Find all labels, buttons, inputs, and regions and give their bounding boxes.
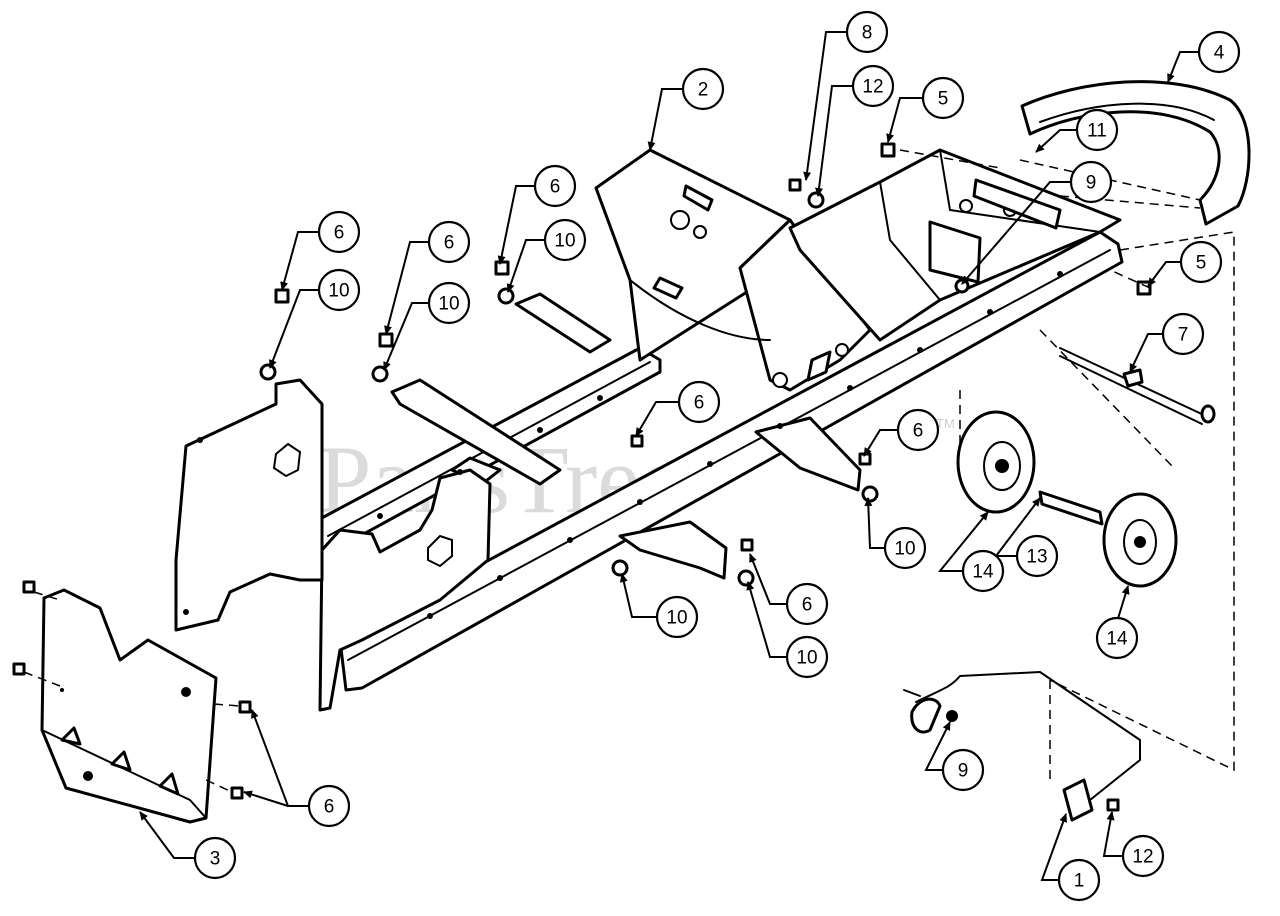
callout-10: 10 — [883, 526, 927, 570]
svg-text:6: 6 — [444, 233, 455, 254]
callout-6: 6 — [427, 220, 471, 264]
svg-text:10: 10 — [796, 648, 817, 669]
callout-3: 3 — [193, 836, 237, 880]
callout-6: 6 — [677, 380, 721, 424]
svg-text:14: 14 — [1106, 629, 1128, 650]
callout-9: 9 — [941, 748, 985, 792]
svg-text:5: 5 — [1196, 253, 1207, 274]
callout-1: 1 — [1057, 858, 1101, 902]
bolt — [22, 580, 36, 594]
callout-leaders — [139, 31, 1198, 881]
callout-12: 12 — [1121, 834, 1165, 878]
nut — [497, 287, 515, 305]
callout-13: 13 — [1015, 534, 1059, 578]
callout-6: 6 — [896, 408, 940, 452]
dash-panel — [594, 148, 872, 392]
callout-6: 6 — [307, 784, 351, 828]
bolt — [1106, 798, 1120, 812]
callout-6: 6 — [785, 582, 829, 626]
svg-text:6: 6 — [694, 393, 705, 414]
svg-text:10: 10 — [438, 294, 459, 315]
svg-text:6: 6 — [324, 797, 335, 818]
callout-12: 12 — [851, 64, 895, 108]
callout-10: 10 — [655, 595, 699, 639]
svg-text:11: 11 — [1087, 121, 1107, 142]
bolt — [740, 538, 754, 552]
bolt — [788, 178, 802, 192]
lift-rod — [903, 671, 1141, 822]
callout-8: 8 — [845, 10, 889, 54]
svg-text:7: 7 — [1178, 325, 1189, 346]
svg-text:5: 5 — [938, 89, 949, 110]
frame-holes — [377, 271, 1063, 619]
svg-text:12: 12 — [862, 77, 883, 98]
front-apron — [40, 588, 218, 824]
callout-5: 5 — [1179, 240, 1223, 284]
nut — [611, 559, 629, 577]
callouts: 1 2 3 4 5 5 6 6 6 6 6 6 6 7 8 9 9 10 10 … — [193, 10, 1241, 902]
bolt — [494, 260, 510, 276]
pulley-assembly — [956, 410, 1178, 588]
pin — [1059, 347, 1216, 425]
bolt — [274, 288, 290, 304]
svg-text:4: 4 — [1214, 43, 1225, 64]
bolt — [630, 434, 644, 448]
callout-14: 14 — [961, 549, 1005, 593]
nut — [259, 363, 277, 381]
callout-6: 6 — [317, 210, 361, 254]
svg-text:6: 6 — [913, 421, 924, 442]
nut — [954, 278, 970, 294]
bolt — [12, 662, 26, 676]
svg-text:6: 6 — [802, 595, 813, 616]
svg-text:10: 10 — [554, 231, 575, 252]
callout-5: 5 — [921, 76, 965, 120]
bolt — [230, 786, 244, 800]
svg-text:9: 9 — [958, 761, 969, 782]
main-frame — [316, 230, 1124, 712]
callout-9: 9 — [1069, 160, 1113, 204]
svg-text:6: 6 — [334, 223, 345, 244]
callout-10: 10 — [317, 268, 361, 312]
svg-text:13: 13 — [1026, 547, 1047, 568]
callout-6: 6 — [533, 164, 577, 208]
callout-10: 10 — [427, 281, 471, 325]
watermark-trademark: TM — [936, 416, 955, 431]
callout-4: 4 — [1197, 30, 1241, 74]
nut — [737, 569, 755, 587]
svg-text:10: 10 — [666, 608, 687, 629]
svg-text:12: 12 — [1132, 847, 1153, 868]
left-side-panel — [174, 378, 324, 632]
callout-2: 2 — [681, 67, 725, 111]
callout-14: 14 — [1095, 616, 1139, 660]
svg-text:9: 9 — [1086, 173, 1097, 194]
bolt — [378, 332, 394, 348]
callout-10: 10 — [785, 635, 829, 679]
svg-text:10: 10 — [894, 539, 915, 560]
svg-text:6: 6 — [550, 177, 561, 198]
svg-text:8: 8 — [862, 23, 873, 44]
svg-text:10: 10 — [328, 281, 349, 302]
rear-bumper — [1020, 80, 1251, 226]
bolt — [880, 142, 896, 158]
svg-text:2: 2 — [698, 80, 709, 101]
callout-11: 11 — [1075, 108, 1119, 152]
bolt — [238, 700, 252, 714]
callout-10: 10 — [543, 218, 587, 262]
nut — [807, 191, 825, 209]
svg-text:1: 1 — [1074, 871, 1085, 892]
svg-text:3: 3 — [210, 849, 221, 870]
callout-7: 7 — [1161, 312, 1205, 356]
nut — [861, 485, 879, 503]
svg-text:14: 14 — [972, 562, 994, 583]
